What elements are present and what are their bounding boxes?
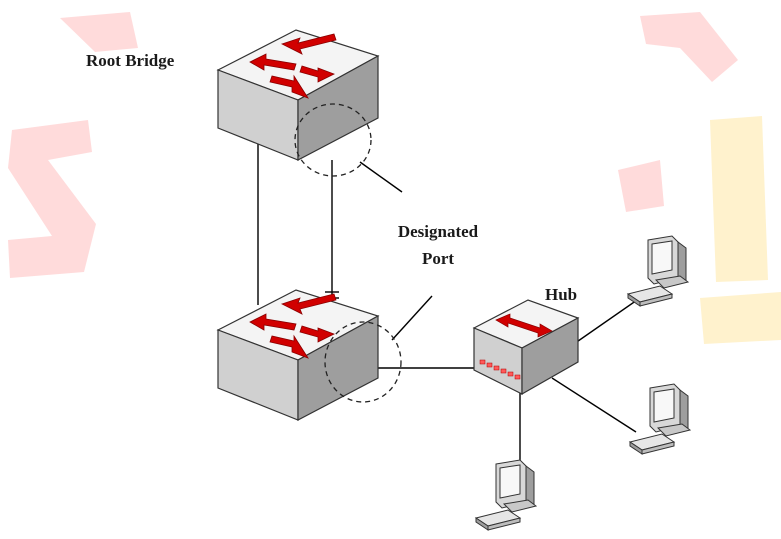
switch-icon	[216, 289, 380, 421]
callout-line-upper	[359, 161, 403, 193]
computer-icon	[474, 459, 538, 531]
hub-label: Hub	[545, 285, 577, 304]
designated-port-label-line2: Port	[422, 249, 454, 268]
link-hub-pc-right	[551, 377, 637, 433]
computer-icon	[628, 383, 692, 455]
designated-port-label-line1: Designated	[398, 222, 479, 241]
watermark	[8, 12, 781, 344]
root-bridge-switch-icon	[216, 29, 380, 161]
designated-port-circle-lower	[324, 321, 402, 403]
callout-line-lower	[391, 295, 433, 341]
hub-icon	[472, 299, 580, 396]
root-bridge-label: Root Bridge	[86, 51, 175, 70]
designated-port-circle-upper	[294, 103, 372, 177]
computer-icon	[626, 235, 690, 307]
